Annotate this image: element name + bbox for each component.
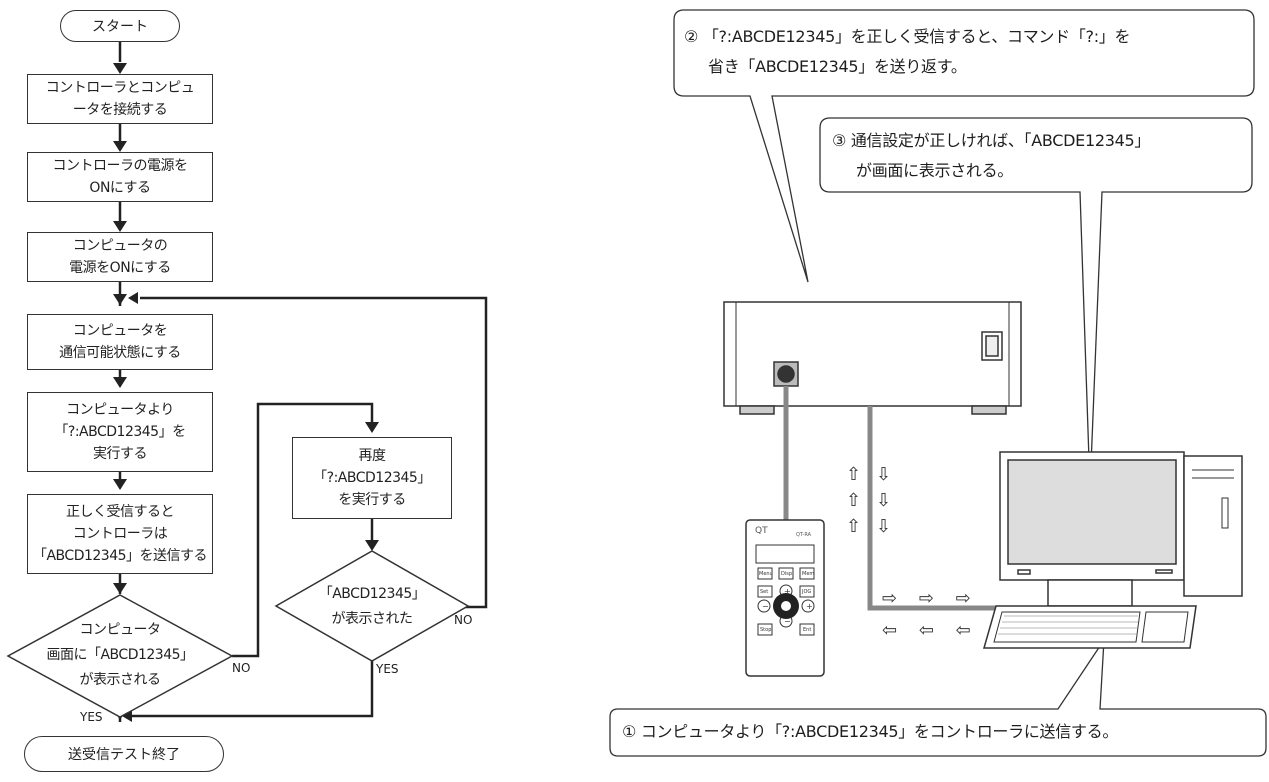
computer xyxy=(983,451,1243,649)
right-arrow-icon: ⇨ xyxy=(955,588,979,609)
callout2-balloon xyxy=(673,9,1255,283)
arrowhead-down xyxy=(113,63,127,74)
decision1-text: コンピュータ 画面に「ABCD12345」 が表示される xyxy=(20,618,220,693)
step-text-line: コントローラの電源を xyxy=(52,158,189,174)
step-text-line: 「ABCD12345」を送信する xyxy=(32,548,208,564)
flow-end-terminal: 送受信テスト終了 xyxy=(24,736,224,772)
retry-text-line: 再度 xyxy=(358,448,387,464)
decision-text-line: 画面に「ABCD12345」 xyxy=(46,647,194,663)
flow-start-label: スタート xyxy=(92,19,148,35)
flow-retry-box: 再度 「?:ABCD12345」 を実行する xyxy=(292,437,452,519)
decision1-diamond xyxy=(6,594,234,718)
down-arrow-icon: ⇩ xyxy=(876,464,892,485)
right-arrow-icon: ⇨ xyxy=(918,588,942,609)
flow-step-communication-ready: コンピュータを 通信可能状態にする xyxy=(27,314,213,370)
download-arrows: ⇩ ⇩ ⇩ xyxy=(876,462,891,540)
retry-text-line: を実行する xyxy=(338,492,406,508)
pendant-key-label: − xyxy=(762,602,769,611)
callout1-text: ① コンピュータより「?:ABCDE12345」をコントローラに送信する。 xyxy=(622,722,1119,741)
step-text-line: コンピュータより xyxy=(66,402,174,418)
pendant-brand: QT xyxy=(755,526,768,536)
step-text-line: 正しく受信すると xyxy=(66,504,175,520)
monitor-screen xyxy=(1007,459,1177,565)
callout2-line: ② 「?:ABCDE12345」を正しく受信すると、コマンド「?:」を xyxy=(684,27,1131,46)
pendant-key-label: JOG xyxy=(802,589,812,595)
down-arrow-icon: ⇩ xyxy=(876,490,892,511)
pendant-key-label: Menu xyxy=(759,571,773,577)
pendant-key-label: Stop xyxy=(760,627,772,633)
controller-front xyxy=(723,301,1022,407)
callout3-line: が画面に表示される。 xyxy=(856,161,1014,180)
pendant-key-label: + xyxy=(784,587,791,596)
decision1-no-label: NO xyxy=(232,661,251,675)
step-text-line: 電源をONにする xyxy=(69,260,171,276)
decision2-text: 「ABCD12345」 が表示された xyxy=(302,582,442,632)
step-text-line: 実行する xyxy=(93,446,148,462)
decision2-no-label: NO xyxy=(454,613,473,627)
callout2-text: ② 「?:ABCDE12345」を正しく受信すると、コマンド「?:」を 省き「A… xyxy=(684,22,1250,82)
step-text-line: コンピュータを xyxy=(72,323,168,339)
decision2-diamond xyxy=(274,550,470,662)
pendant-key-label: Ent xyxy=(803,627,812,633)
flow-step-connect: コントローラとコンピュ ータを接続する xyxy=(27,74,213,124)
cables xyxy=(783,386,1000,611)
step-text-line: ONにする xyxy=(89,180,151,196)
flow-step-send-command: コンピュータより 「?:ABCD12345」を 実行する xyxy=(27,392,213,472)
decision-text-line: が表示された xyxy=(331,611,414,627)
flow-start-terminal: スタート xyxy=(60,10,180,42)
up-arrow-icon: ⇧ xyxy=(846,490,862,511)
pc-tower xyxy=(1183,455,1243,597)
step-text-line: コントローラは xyxy=(72,526,168,542)
upload-arrows: ⇧ ⇧ ⇧ xyxy=(846,462,861,540)
pendant-key-label: Set xyxy=(760,589,769,595)
step-text-line: 通信可能状態にする xyxy=(59,345,181,361)
receive-arrows: ⇦ ⇦ ⇦ xyxy=(882,620,979,641)
arrowhead-left xyxy=(128,292,138,304)
retry-text-line: 「?:ABCD12345」 xyxy=(313,470,431,486)
decision-text-line: 「ABCD12345」 xyxy=(318,586,426,602)
teaching-pendant xyxy=(745,519,825,677)
flow-step-controller-reply: 正しく受信すると コントローラは 「ABCD12345」を送信する xyxy=(27,494,213,574)
pendant-key-label: Mem xyxy=(802,571,815,577)
callout3-text: ③ 通信設定が正しければ、「ABCDE12345」 が画面に表示される。 xyxy=(832,126,1250,186)
left-arrow-icon: ⇦ xyxy=(918,620,942,641)
up-arrow-icon: ⇧ xyxy=(846,516,862,537)
flow-step-computer-power: コンピュータの 電源をONにする xyxy=(27,232,213,282)
decision-text-line: が表示される xyxy=(79,672,162,688)
step-text-line: ータを接続する xyxy=(72,102,168,118)
send-arrows: ⇨ ⇨ ⇨ xyxy=(882,588,979,609)
step-text-line: 「?:ABCD12345」を xyxy=(54,424,186,440)
pendant-key-label: − xyxy=(784,617,791,626)
callout1-balloon xyxy=(609,637,1267,757)
callout2-line: 省き「ABCDE12345」を送り返す。 xyxy=(708,57,967,76)
left-arrow-icon: ⇦ xyxy=(882,620,906,641)
right-arrow-icon: ⇨ xyxy=(882,588,906,609)
down-arrow-icon: ⇩ xyxy=(876,516,892,537)
callout3-line: ③ 通信設定が正しければ、「ABCDE12345」 xyxy=(832,131,1151,150)
decision-text-line: コンピュータ xyxy=(79,622,162,638)
callout3-balloon xyxy=(819,117,1253,491)
controller-unit xyxy=(723,301,1022,415)
decision2-yes-label: YES xyxy=(376,662,399,676)
flow-step-controller-power: コントローラの電源を ONにする xyxy=(27,152,213,202)
pendant-key-label: Disp xyxy=(781,571,793,577)
pendant-model: QT-RA xyxy=(796,532,812,538)
left-arrow-icon: ⇦ xyxy=(955,620,979,641)
pendant-key-label: + xyxy=(806,602,813,611)
step-text-line: コンピュータの xyxy=(72,238,168,254)
decision1-yes-label: YES xyxy=(80,710,103,724)
up-arrow-icon: ⇧ xyxy=(846,464,862,485)
step-text-line: コントローラとコンピュ xyxy=(45,80,195,96)
flow-end-label: 送受信テスト終了 xyxy=(68,747,180,763)
